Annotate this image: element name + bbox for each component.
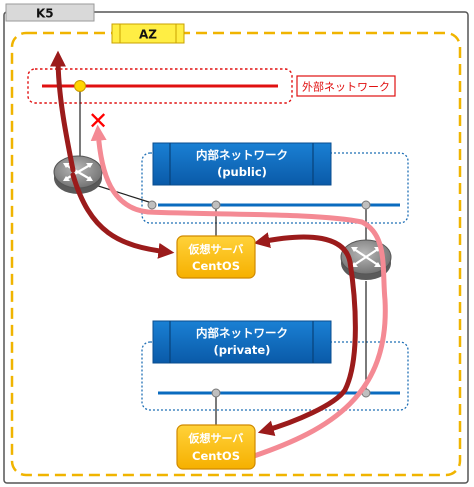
vm-bottom-title: 仮想サーバ [188, 431, 244, 445]
region-tab: K5 [5, 3, 95, 22]
connectors [79, 88, 367, 425]
region-frame [3, 11, 469, 484]
path-vm-to-vm [253, 232, 358, 437]
router1-to-public [91, 183, 153, 204]
path-return-blocked [90, 124, 388, 459]
vm-bottom: 仮想サーバ CentOS [176, 424, 256, 470]
vm-top-os: CentOS [192, 259, 240, 273]
az-tag: AZ [111, 23, 185, 44]
az-frame [10, 31, 462, 477]
internal-private-subtitle: (private) [214, 343, 271, 357]
external-network-label: 外部ネットワーク [302, 80, 390, 94]
az-label: AZ [139, 28, 157, 42]
path-inbound [70, 172, 175, 259]
path-outbound [50, 50, 76, 173]
blocked-x-icon: ✕ [88, 107, 108, 135]
external-network-label-box [296, 75, 396, 97]
internal-public-subtitle: (public) [217, 165, 267, 179]
vm-top-title: 仮想サーバ [188, 242, 244, 256]
router-icon [53, 155, 103, 194]
region-label: K5 [36, 7, 54, 21]
internal-network-public: 内部ネットワーク (public) [141, 142, 409, 224]
vm-top: 仮想サーバ CentOS [176, 235, 256, 279]
internal-private-title: 内部ネットワーク [196, 326, 288, 340]
internal-public-title: 内部ネットワーク [196, 148, 288, 162]
vm-bottom-os: CentOS [192, 449, 240, 463]
